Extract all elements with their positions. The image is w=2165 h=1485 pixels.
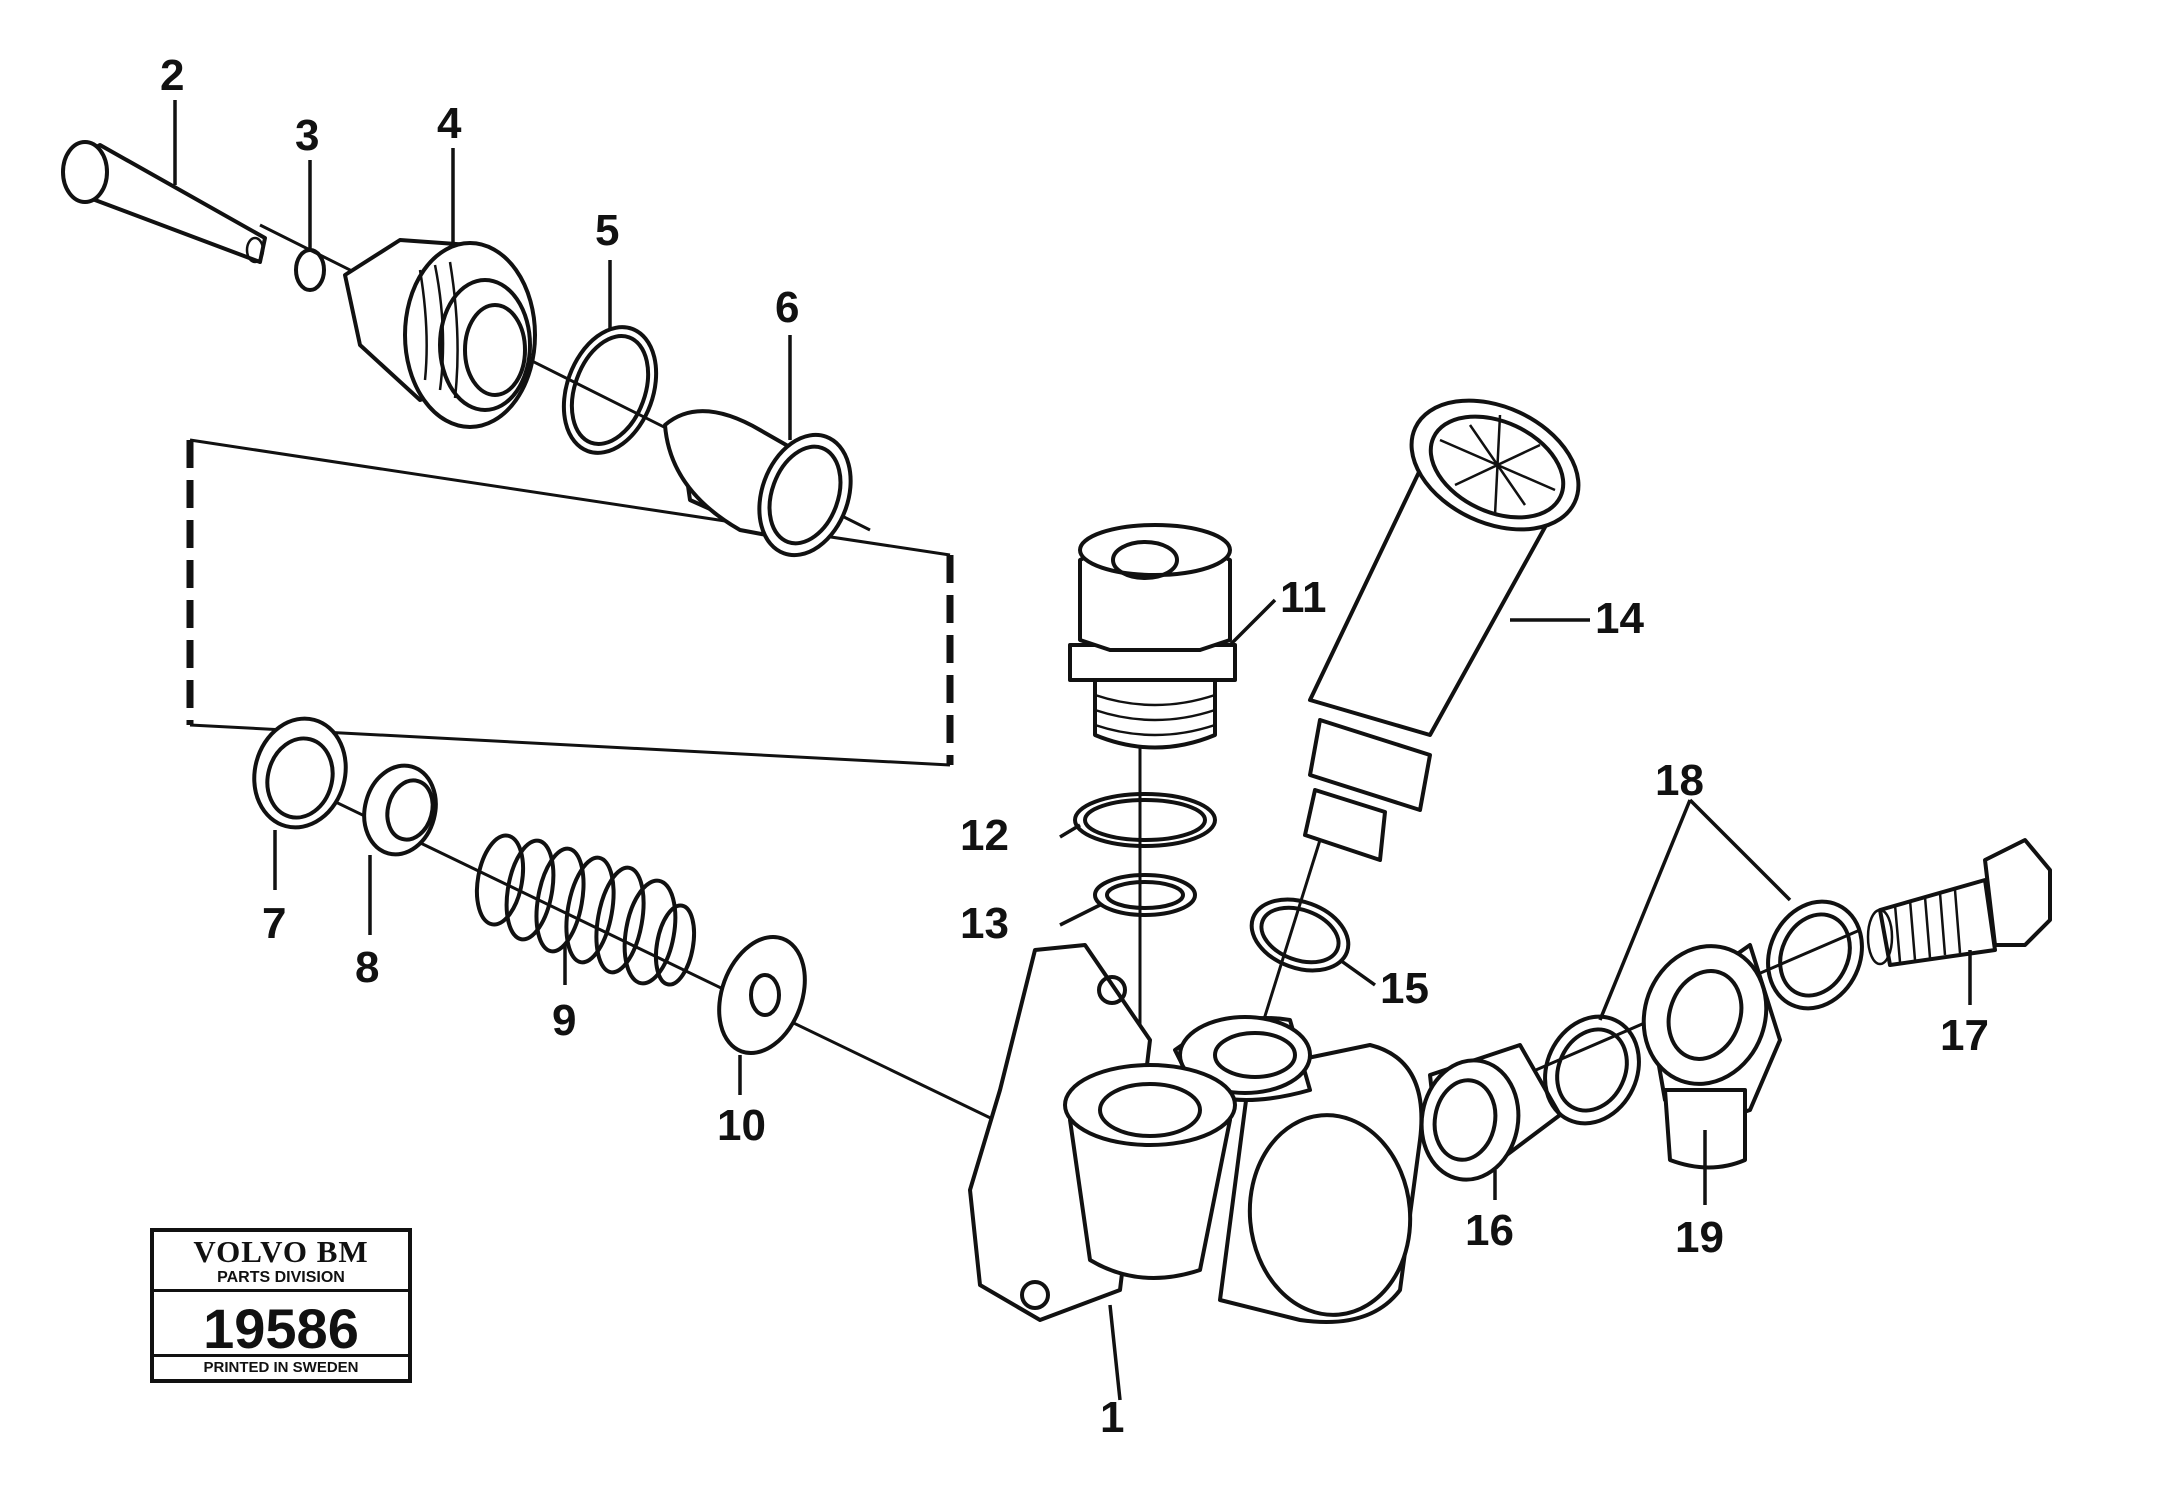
callout-15: 15 (1380, 964, 1429, 1013)
callout-14: 14 (1595, 594, 1644, 643)
callout-18: 18 (1655, 756, 1704, 805)
volvo-bm-stamp: VOLVO BM PARTS DIVISION 19586 PRINTED IN… (150, 1228, 412, 1383)
stamp-printed: PRINTED IN SWEDEN (154, 1354, 408, 1379)
callout-7: 7 (262, 899, 286, 948)
part-19-banjo (1641, 943, 1782, 1170)
part-1-pump-housing (968, 943, 1424, 1324)
stamp-brand: VOLVO BM (193, 1234, 369, 1269)
callout-13: 13 (960, 899, 1009, 948)
callout-4: 4 (437, 99, 462, 148)
part-3-washer (294, 248, 326, 292)
callout-19: 19 (1675, 1213, 1724, 1262)
part-7-seal-ring (252, 716, 348, 830)
part-18-washer-a (1543, 1014, 1641, 1126)
callout-3: 3 (295, 111, 319, 160)
callout-10: 10 (717, 1101, 766, 1150)
part-2-bolt (61, 140, 267, 264)
callout-2: 2 (160, 51, 184, 100)
part-18-washer-b (1766, 899, 1864, 1011)
callout-6: 6 (775, 283, 799, 332)
callout-9: 9 (552, 996, 576, 1045)
callout-12: 12 (960, 811, 1009, 860)
part-14-hand-primer (1303, 398, 1581, 862)
part-10-washer (717, 934, 807, 1056)
part-13-o-ring (1093, 873, 1197, 917)
callout-17: 17 (1940, 1011, 1989, 1060)
part-11-fitting (1068, 523, 1237, 750)
part-12-o-ring (1073, 792, 1217, 848)
part-5-o-ring (561, 325, 659, 455)
leader-lines (173, 100, 1972, 1401)
stamp-division: PARTS DIVISION (154, 1269, 408, 1292)
callout-8: 8 (355, 943, 379, 992)
part-9-spring (474, 833, 697, 987)
callout-11: 11 (1280, 573, 1327, 622)
part-6-sleeve (663, 409, 853, 558)
part-16-adapter (1419, 1043, 1562, 1182)
stamp-number: 19586 (203, 1297, 359, 1360)
callout-5: 5 (595, 206, 619, 255)
part-8-valve (362, 763, 438, 857)
callout-labels: 1 2 3 4 5 6 7 8 9 10 11 12 13 14 15 16 1… (160, 51, 1989, 1442)
callout-1: 1 (1100, 1393, 1124, 1442)
part-17-banjo-bolt (1866, 838, 2052, 967)
part-4-plug (343, 238, 537, 429)
part-15-o-ring (1249, 897, 1351, 973)
callout-16: 16 (1465, 1206, 1514, 1255)
